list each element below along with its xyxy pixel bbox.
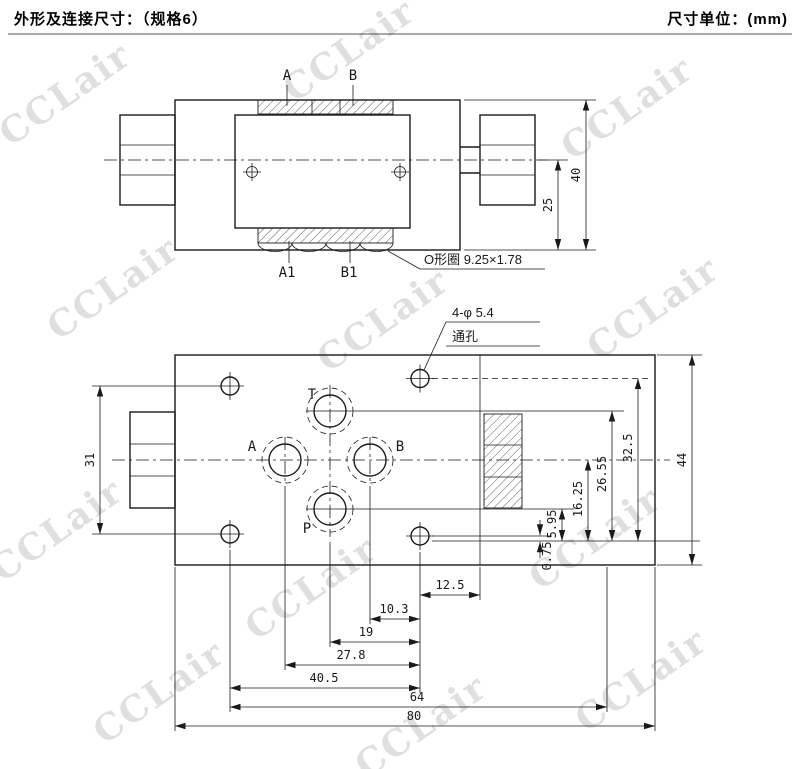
- dim-80-value: 80: [407, 709, 421, 723]
- screw-hole-right: [391, 163, 409, 181]
- bolt-hole-bottom-right: [406, 522, 434, 550]
- port-label-a-top: A: [283, 68, 292, 106]
- dim-0-75: 0.75: [536, 520, 554, 571]
- watermark: CCLair: [553, 48, 700, 169]
- port-p: P: [303, 485, 354, 537]
- bolt-hole-top-left: [216, 372, 244, 400]
- hex-nut-left-bottom: [129, 411, 176, 509]
- top-view: A B A1 B1 O形圈 9.25×1.78 25: [104, 68, 596, 281]
- watermark: CCLair: [0, 470, 131, 591]
- hex-nut-left-body: [129, 411, 176, 509]
- dim-25: 25: [464, 159, 596, 251]
- port-label-b-top: B: [349, 68, 357, 106]
- port-a-dashed-circle: [261, 436, 309, 484]
- dim-64-value: 64: [410, 690, 424, 704]
- mounting-face-rect: [234, 114, 411, 229]
- dim-31-value: 31: [83, 453, 97, 467]
- dim-44-value: 44: [675, 453, 689, 467]
- watermark: CCLair: [309, 260, 456, 381]
- hole-note-line1: 4-φ 5.4: [452, 305, 494, 320]
- hole-note-line2: 通孔: [452, 329, 478, 344]
- hex-nut-right-body: [483, 413, 523, 509]
- dim-31: 31: [83, 385, 216, 535]
- port-b-dashed-circle: [346, 436, 394, 484]
- dim-12-5: 12.5: [420, 578, 480, 599]
- watermark: CCLair: [85, 632, 232, 753]
- hatch-strip-top: [257, 99, 394, 115]
- screw-hole-left: [243, 163, 261, 181]
- dim-40: 40: [464, 99, 596, 250]
- dim-40-value: 40: [569, 168, 583, 182]
- port-a1-label: A1: [279, 265, 296, 281]
- dim-64: 64: [230, 690, 607, 711]
- oring-note: O形圈 9.25×1.78: [424, 252, 522, 267]
- bolt-hole-top-right: [406, 364, 434, 393]
- dim-5-95: 5.95: [545, 509, 566, 541]
- unit-note: 尺寸单位：(mm): [667, 10, 788, 28]
- right-extension-lines: [306, 378, 700, 542]
- dim-44: 44: [657, 354, 702, 566]
- dim-10-3: 10.3: [370, 602, 420, 623]
- dim-16-25-value: 16.25: [571, 481, 585, 517]
- bottom-view: T A B P 4-φ 5.4 通孔: [83, 305, 702, 731]
- dim-19-value: 19: [359, 625, 373, 639]
- dim-40-5: 40.5: [230, 671, 420, 692]
- dim-16-25: 16.25: [571, 460, 592, 541]
- hex-nut-left: [119, 114, 176, 206]
- port-a: A: [248, 436, 309, 484]
- watermark: CCLair: [567, 620, 714, 741]
- header: 外形及连接尺寸：（规格6） 尺寸单位：(mm): [8, 10, 792, 35]
- hex-nut-right-body: [479, 114, 536, 206]
- port-b: B: [346, 436, 404, 484]
- watermark: CCLair: [0, 34, 139, 155]
- dim-25-value: 25: [541, 198, 555, 212]
- hatch-strip-bottom: [257, 227, 394, 244]
- dim-10-3-value: 10.3: [380, 602, 409, 616]
- port-p-label: P: [303, 521, 311, 537]
- port-label-b1: B1: [341, 241, 358, 281]
- hex-nut-right: [460, 114, 536, 206]
- port-b-label: B: [349, 68, 357, 84]
- port-t-label: T: [308, 387, 317, 403]
- dim-32-5: 32.5: [621, 378, 642, 541]
- o-ring-scallops: [257, 242, 394, 252]
- watermark: CCLair: [275, 0, 422, 111]
- hex-nut-left-body: [119, 114, 176, 206]
- dim-32-5-value: 32.5: [621, 434, 635, 463]
- bolt-hole-bottom-left: [216, 520, 244, 548]
- through-hole-callout: 4-φ 5.4 通孔: [423, 305, 540, 371]
- watermark: CCLair: [521, 478, 668, 599]
- dim-19: 19: [330, 625, 420, 646]
- watermark: CCLair: [39, 228, 186, 349]
- port-a-label: A: [283, 68, 292, 84]
- hex-nut-right-section: [483, 413, 523, 509]
- port-strip-bottom: [257, 227, 394, 252]
- port-label-a1: A1: [279, 241, 296, 281]
- dim-12-5-value: 12.5: [436, 578, 465, 592]
- dim-5-95-value: 5.95: [545, 510, 559, 539]
- dim-40-5-value: 40.5: [310, 671, 339, 685]
- dim-27-8: 27.8: [285, 648, 420, 669]
- dim-80: 80: [175, 709, 655, 730]
- dim-0-75-value: 0.75: [540, 542, 554, 571]
- port-b1-label: B1: [341, 265, 358, 281]
- dim-26-55: 26.55: [595, 411, 616, 541]
- page-title: 外形及连接尺寸：（规格6）: [13, 10, 208, 28]
- dim-27-8-value: 27.8: [337, 648, 366, 662]
- oring-callout: O形圈 9.25×1.78: [387, 250, 545, 270]
- port-b-label: B: [396, 439, 404, 455]
- port-a-label: A: [248, 439, 257, 455]
- watermark: CCLair: [579, 248, 726, 369]
- dim-26-55-value: 26.55: [595, 456, 609, 492]
- port-strip-top: [257, 99, 394, 115]
